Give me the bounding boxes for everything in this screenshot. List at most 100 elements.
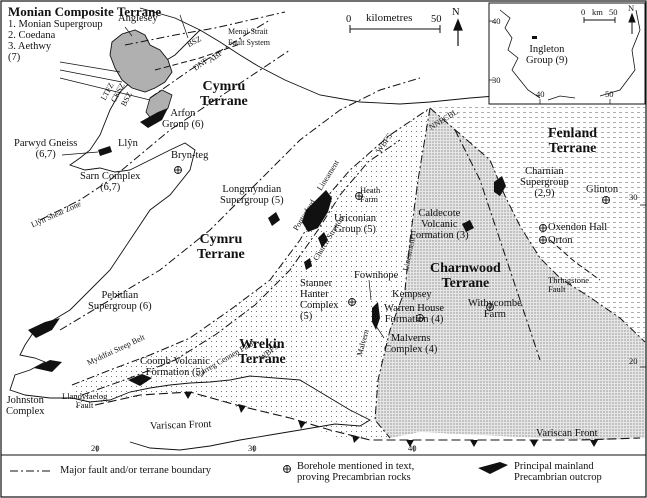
grid-y20: 20 (629, 356, 638, 366)
inset-coast (499, 9, 641, 101)
unit-parwyd: Parwyd Gneiss (6,7) (14, 138, 77, 160)
inset-ingleton: Ingleton Group (9) (526, 44, 568, 66)
place-fownhope: Fownhope (354, 270, 399, 281)
place-bryn-teg: Bryn-teg (171, 150, 209, 161)
unit-longmyndian: Longmyndian Supergroup (5) (220, 184, 284, 206)
place-withycombe-line2: Farm (483, 309, 506, 321)
legend-outcrop-line1: Principal mainland (514, 461, 594, 472)
legend-outcrop-label: Principal mainland Precambrian outcrop (514, 461, 602, 483)
scale-end: 50 (431, 14, 442, 25)
scale-bar (349, 25, 441, 33)
north-label: N (452, 7, 460, 18)
unit-uriconian-line2: Group (5) (334, 224, 376, 236)
grid-ticks (96, 204, 646, 452)
terrane-cymru-north-line2: Terrane (200, 93, 248, 109)
label-llandyfaelog-line1: Llandyfaelog (62, 391, 108, 401)
label-anglesey: Anglesey (118, 13, 158, 24)
precambrian-outcrops (28, 108, 506, 386)
unit-stanner: Stanner Hanter Complex (5) (300, 278, 339, 322)
unit-warren-line2: Formation (4) (384, 314, 444, 326)
place-withycombe: Withycombe Farm (468, 298, 522, 320)
unit-pebidian-line2: Supergroup (6) (88, 301, 152, 313)
inset-scale-bar (583, 17, 616, 23)
unit-warren-line1: Warren House (384, 303, 445, 314)
terrane-wrekin-line2: Terrane (238, 351, 286, 367)
label-thringstone-line1: Thringstone (548, 275, 590, 285)
legend-borehole-icon (283, 465, 291, 473)
grid-x30: 30 (248, 443, 257, 453)
monian-item-1: 1. Monian Supergroup (8, 18, 103, 30)
unit-charnian: Charnian Supergroup (2,9) (520, 166, 569, 199)
inset-scale-start: 0 (581, 7, 586, 17)
monian-item-4: (7) (8, 51, 21, 63)
unit-caldecote: Caldecote Volcanic Formation (3) (410, 208, 469, 241)
unit-coomb: Coomb Volcanic Formation (5) (140, 356, 210, 378)
place-oxendon: Oxendon Hall (548, 222, 608, 233)
grid-x20: 20 (91, 443, 100, 453)
terrane-wrekin-line1: Wrekin (239, 337, 285, 352)
anglesey-outline (109, 29, 173, 93)
boreholes (174, 166, 610, 322)
place-orton: Orton (548, 235, 573, 246)
inset-y40: 40 (492, 16, 501, 26)
legend-outcrop-symbol (478, 462, 508, 474)
legend-borehole-line1: Borehole mentioned in text, (297, 461, 415, 472)
scale-start: 0 (346, 14, 352, 25)
scale-label: kilometres (366, 12, 413, 24)
unit-sarn-line1: Sarn Complex (80, 171, 141, 182)
terrane-charnwood-line1: Charnwood (430, 261, 501, 276)
inset-scale-end: 50 (609, 7, 618, 17)
unit-coomb-line1: Coomb Volcanic (140, 356, 210, 367)
inset-y30: 30 (492, 75, 501, 85)
unit-coomb-line2: Formation (5) (145, 367, 205, 379)
terrane-cymru-south-line2: Terrane (197, 246, 245, 262)
unit-charnian-line1: Charnian (525, 166, 564, 177)
terrane-cymru-north: Cymru Terrane (200, 79, 248, 109)
place-withycombe-line1: Withycombe (468, 298, 522, 309)
legend-borehole-line2: proving Precambrian rocks (297, 472, 411, 484)
terrane-cymru-north-line1: Cymru (202, 79, 246, 94)
label-thringstone: Thringstone Fault (548, 276, 589, 294)
inset-ingleton-line1: Ingleton (529, 44, 565, 55)
terrane-fenland: Fenland Terrane (548, 126, 597, 156)
charnwood-terrane-fill (375, 108, 645, 440)
unit-pebidian: Pebidian Supergroup (6) (88, 290, 152, 312)
label-menai-1: Menai Strait (228, 27, 268, 36)
inset-north-label: N (628, 3, 635, 13)
terrane-charnwood-line2: Terrane (441, 275, 490, 291)
monian-item-3: 3. Aethwy (8, 40, 52, 52)
inset-x40: 40 (536, 89, 545, 99)
coastline-wales-west (9, 29, 371, 451)
legend-fault-label: Major fault and/or terrane boundary (60, 465, 212, 476)
unit-johnston: Johnston Complex (6, 395, 45, 417)
unit-malverns-line2: Complex (4) (384, 344, 438, 356)
label-variscan-2: Variscan Front (536, 428, 598, 439)
terrane-fenland-line2: Terrane (548, 140, 597, 156)
place-llyn: Llŷn (118, 138, 138, 149)
unit-parwyd-line2: (6,7) (35, 149, 56, 161)
inset-north-arrow-icon (628, 12, 636, 34)
inset-grid-ticks (489, 20, 611, 104)
unit-johnston-line2: Complex (6, 406, 45, 418)
terrane-cymru-south: Cymru Terrane (197, 232, 245, 262)
unit-stanner-line3: Complex (300, 300, 339, 312)
fenland-terrane-fill (430, 100, 645, 342)
terrane-wrekin: Wrekin Terrane (238, 337, 286, 367)
unit-stanner-line4: (5) (300, 311, 313, 323)
legend-borehole-label: Borehole mentioned in text, proving Prec… (297, 461, 414, 483)
terrane-cymru-south-line1: Cymru (199, 232, 243, 247)
monian-title: Monian Composite Terrane (8, 4, 162, 19)
unit-arfon-line1: Arfon (170, 108, 196, 119)
unit-johnston-line1: Johnston (6, 395, 44, 406)
unit-malverns: Malverns Complex (4) (384, 333, 437, 355)
unit-charnian-line3: (2,9) (534, 188, 555, 200)
inset-frame (488, 2, 646, 105)
label-thringstone-line2: Fault (548, 283, 566, 294)
label-variscan-1: Variscan Front (149, 418, 212, 433)
inset-x50: 50 (605, 89, 614, 99)
unit-caldecote-line1: Caldecote (418, 208, 461, 219)
unit-uriconian: Uriconian Group (5) (334, 213, 376, 235)
unit-stanner-line2: Hanter (300, 289, 329, 301)
unit-longmyndian-line2: Supergroup (5) (220, 195, 284, 207)
